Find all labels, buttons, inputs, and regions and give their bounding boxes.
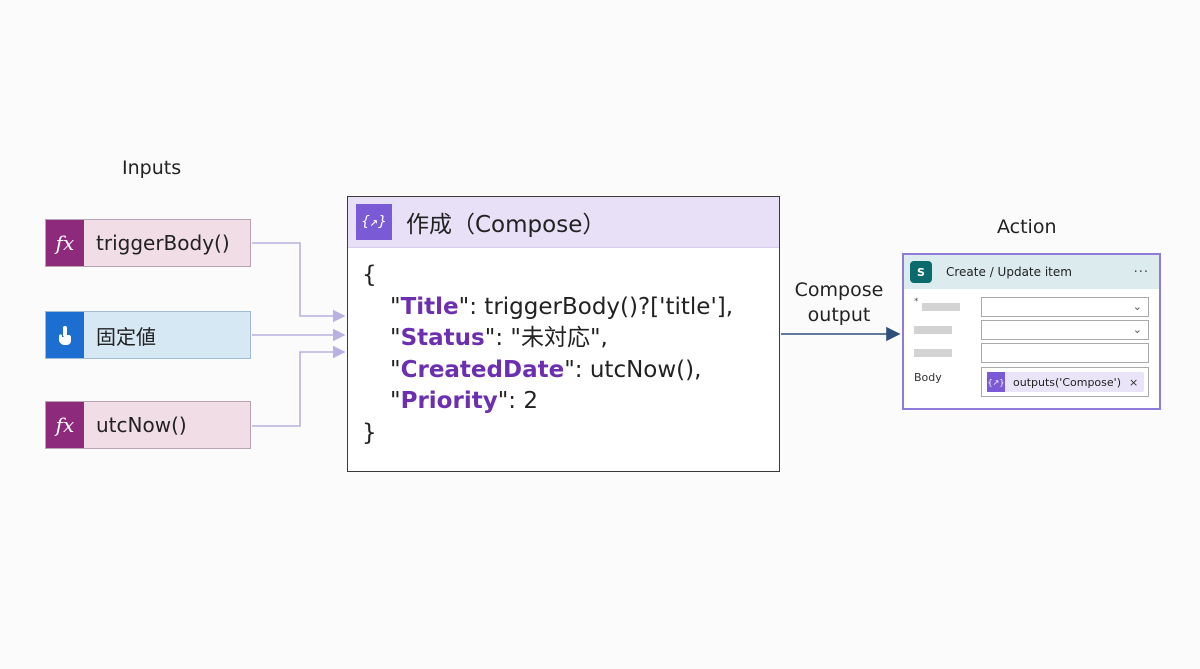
connector-trigger <box>252 242 346 323</box>
compose-icon: {↗} <box>987 372 1005 392</box>
connector-utcnow <box>252 345 346 427</box>
compose-output-line2: output <box>807 304 871 326</box>
chevron-down-icon: ⌄ <box>1132 300 1142 313</box>
action-row-body: Body {↗} outputs('Compose') × <box>912 367 1149 397</box>
body-field[interactable]: {↗} outputs('Compose') × <box>981 367 1149 397</box>
close-icon[interactable]: × <box>1128 375 1139 389</box>
function-icon: fx <box>46 220 84 266</box>
action-row-2: ⌄ <box>912 320 1149 340</box>
code-value: triggerBody()?['title'], <box>484 293 734 320</box>
input-fixed-value: 固定値 <box>45 311 251 359</box>
more-options-icon[interactable]: ··· <box>1133 264 1149 280</box>
compose-output-line1: Compose <box>794 279 884 301</box>
compose-header: {↗} 作成（Compose） <box>348 197 779 248</box>
action-label: Action <box>997 216 1057 238</box>
open-brace: { <box>362 262 377 288</box>
code-line-title: "Title": triggerBody()?['title'], <box>390 293 734 320</box>
required-mark: * <box>914 297 919 307</box>
code-value: "未対応", <box>510 325 608 351</box>
body-label: Body <box>914 371 942 384</box>
action-card[interactable]: S Create / Update item ··· * ⌄ ⌄ Body {↗… <box>902 253 1161 410</box>
action-title: Create / Update item <box>946 265 1072 279</box>
function-icon: fx <box>46 402 84 448</box>
redacted-label <box>914 326 952 334</box>
code-key: Title <box>400 293 459 320</box>
chevron-down-icon: ⌄ <box>1132 323 1142 336</box>
sharepoint-icon: S <box>910 261 932 283</box>
code-key: CreatedDate <box>400 356 565 383</box>
code-key: Priority <box>400 388 498 414</box>
action-header: S Create / Update item ··· <box>904 255 1159 289</box>
compose-icon: {↗} <box>356 204 392 240</box>
input-label: 固定値 <box>96 324 156 349</box>
input-label: triggerBody() <box>96 231 230 255</box>
dropdown-field[interactable]: ⌄ <box>981 297 1149 317</box>
compose-card: {↗} 作成（Compose） { "Title": triggerBody()?… <box>347 196 780 472</box>
redacted-label <box>914 349 952 357</box>
redacted-label <box>922 303 960 311</box>
input-trigger-body: fx triggerBody() <box>45 219 251 267</box>
close-brace: } <box>362 419 377 446</box>
touch-icon <box>46 312 84 358</box>
code-value: utcNow(), <box>589 356 702 383</box>
code-line-status: "Status": "未対応", <box>390 325 608 351</box>
dropdown-field[interactable]: ⌄ <box>981 320 1149 340</box>
code-key: Status <box>400 325 485 351</box>
compose-code: { "Title": triggerBody()?['title'], "Statu… <box>348 248 779 449</box>
action-row-1: * ⌄ <box>912 297 1149 317</box>
input-label: utcNow() <box>96 413 187 437</box>
input-utcnow: fx utcNow() <box>45 401 251 449</box>
text-field[interactable] <box>981 343 1149 363</box>
dynamic-content-token[interactable]: {↗} outputs('Compose') × <box>987 372 1145 392</box>
compose-output-label: Compose output <box>789 278 889 328</box>
compose-title: 作成（Compose） <box>406 212 606 238</box>
code-line-created-date: "CreatedDate": utcNow(), <box>390 356 702 383</box>
action-row-3 <box>912 343 1149 363</box>
token-text: outputs('Compose') <box>1013 375 1121 389</box>
inputs-label: Inputs <box>122 157 182 179</box>
code-value: 2 <box>523 388 538 414</box>
code-line-priority: "Priority": 2 <box>390 388 538 414</box>
